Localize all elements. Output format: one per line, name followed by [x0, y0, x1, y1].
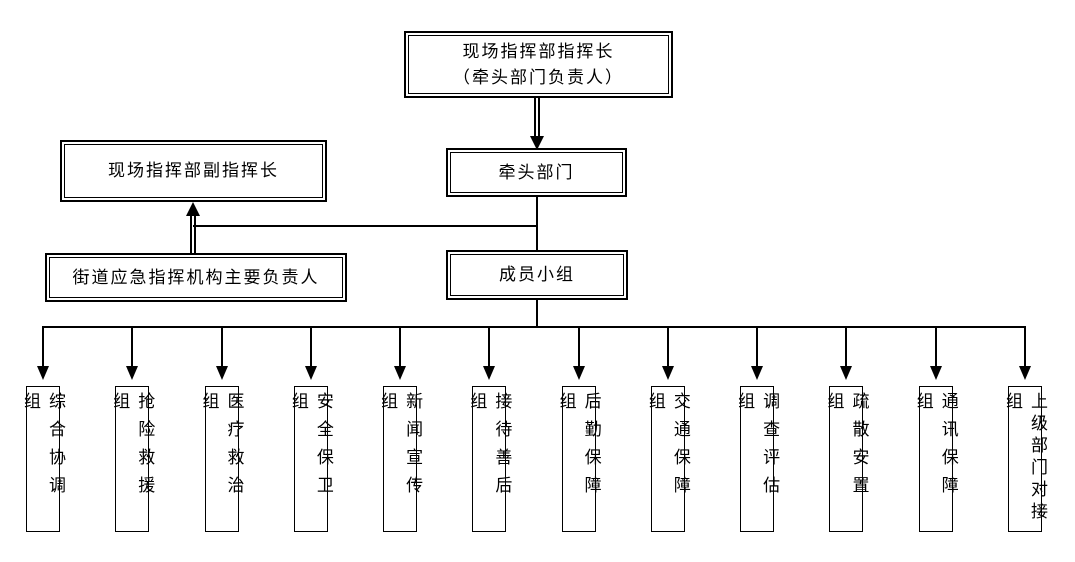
arrow-down-icon	[1019, 366, 1031, 380]
group-label: 接待善后组	[467, 392, 512, 504]
connector-line	[666, 328, 669, 366]
street-agency-head-label: 街道应急指挥机构主要负责人	[72, 267, 320, 287]
connector-line	[309, 328, 312, 366]
deputy-commander-label: 现场指挥部副指挥长	[108, 161, 279, 180]
group-label: 调查评估组	[735, 392, 780, 504]
group-box: 疏散安置组	[824, 386, 868, 532]
connector-line	[934, 328, 937, 366]
connector-line	[131, 328, 134, 366]
arrow-down-icon	[394, 366, 407, 380]
group-box: 上级部门对接组	[1003, 386, 1047, 532]
connector-line	[42, 328, 44, 366]
commander-title-line1: 现场指挥部指挥长	[462, 41, 615, 61]
group-label: 综合协调组	[21, 392, 65, 504]
arrow-down-icon	[126, 366, 139, 380]
group-box: 接待善后组	[467, 386, 511, 532]
arrow-down-icon	[37, 366, 49, 380]
connector-line	[399, 328, 402, 366]
connector-line	[220, 328, 223, 366]
group-box: 综合协调组	[21, 386, 65, 532]
lead-department-box: 牵头部门	[446, 148, 627, 197]
arrow-down-icon	[483, 366, 496, 380]
connector-line	[190, 216, 196, 253]
connector-line	[534, 98, 540, 137]
group-box: 交通保障组	[646, 386, 690, 532]
group-box: 新闻宣传组	[378, 386, 422, 532]
arrow-down-icon	[215, 366, 228, 380]
connector-line	[845, 328, 848, 366]
arrow-down-icon	[751, 366, 764, 380]
arrow-down-icon	[304, 366, 317, 380]
group-label: 新闻宣传组	[378, 392, 423, 504]
group-box: 调查评估组	[735, 386, 779, 532]
commander-title-line2: （牵头部门负责人）	[453, 67, 624, 87]
arrow-down-icon	[572, 366, 585, 380]
group-box: 通讯保障组	[914, 386, 958, 532]
connector-line	[536, 300, 538, 327]
connector-line	[193, 225, 537, 227]
arrow-down-icon	[929, 366, 942, 380]
arrow-down-icon	[661, 366, 674, 380]
connector-line	[536, 197, 538, 250]
connector-line	[756, 328, 759, 366]
group-label: 交通保障组	[645, 392, 690, 504]
group-label: 疏散安置组	[824, 392, 869, 504]
member-groups-box: 成员小组	[446, 250, 628, 300]
connector-line	[1024, 328, 1026, 366]
group-box: 安全保卫组	[289, 386, 333, 532]
member-groups-label: 成员小组	[499, 265, 575, 284]
connector-line	[488, 328, 491, 366]
lead-department-label: 牵头部门	[498, 162, 575, 182]
group-label: 抢险救援组	[110, 392, 155, 504]
commander-box: 现场指挥部指挥长 （牵头部门负责人）	[404, 31, 673, 98]
group-label: 医疗救治组	[199, 392, 244, 504]
arrow-up-icon	[186, 202, 200, 216]
group-box: 医疗救治组	[200, 386, 244, 532]
bus-line	[42, 326, 1026, 328]
group-label: 安全保卫组	[288, 392, 333, 504]
group-box: 抢险救援组	[110, 386, 154, 532]
street-agency-head-box: 街道应急指挥机构主要负责人	[45, 253, 347, 302]
group-label: 通讯保障组	[913, 392, 958, 504]
deputy-commander-box: 现场指挥部副指挥长	[60, 140, 327, 202]
group-label: 后勤保障组	[556, 392, 601, 504]
connector-line	[577, 328, 580, 366]
arrow-down-icon	[840, 366, 853, 380]
arrow-down-icon	[530, 136, 544, 150]
group-label: 上级部门对接组	[1003, 392, 1047, 524]
group-box: 后勤保障组	[557, 386, 601, 532]
